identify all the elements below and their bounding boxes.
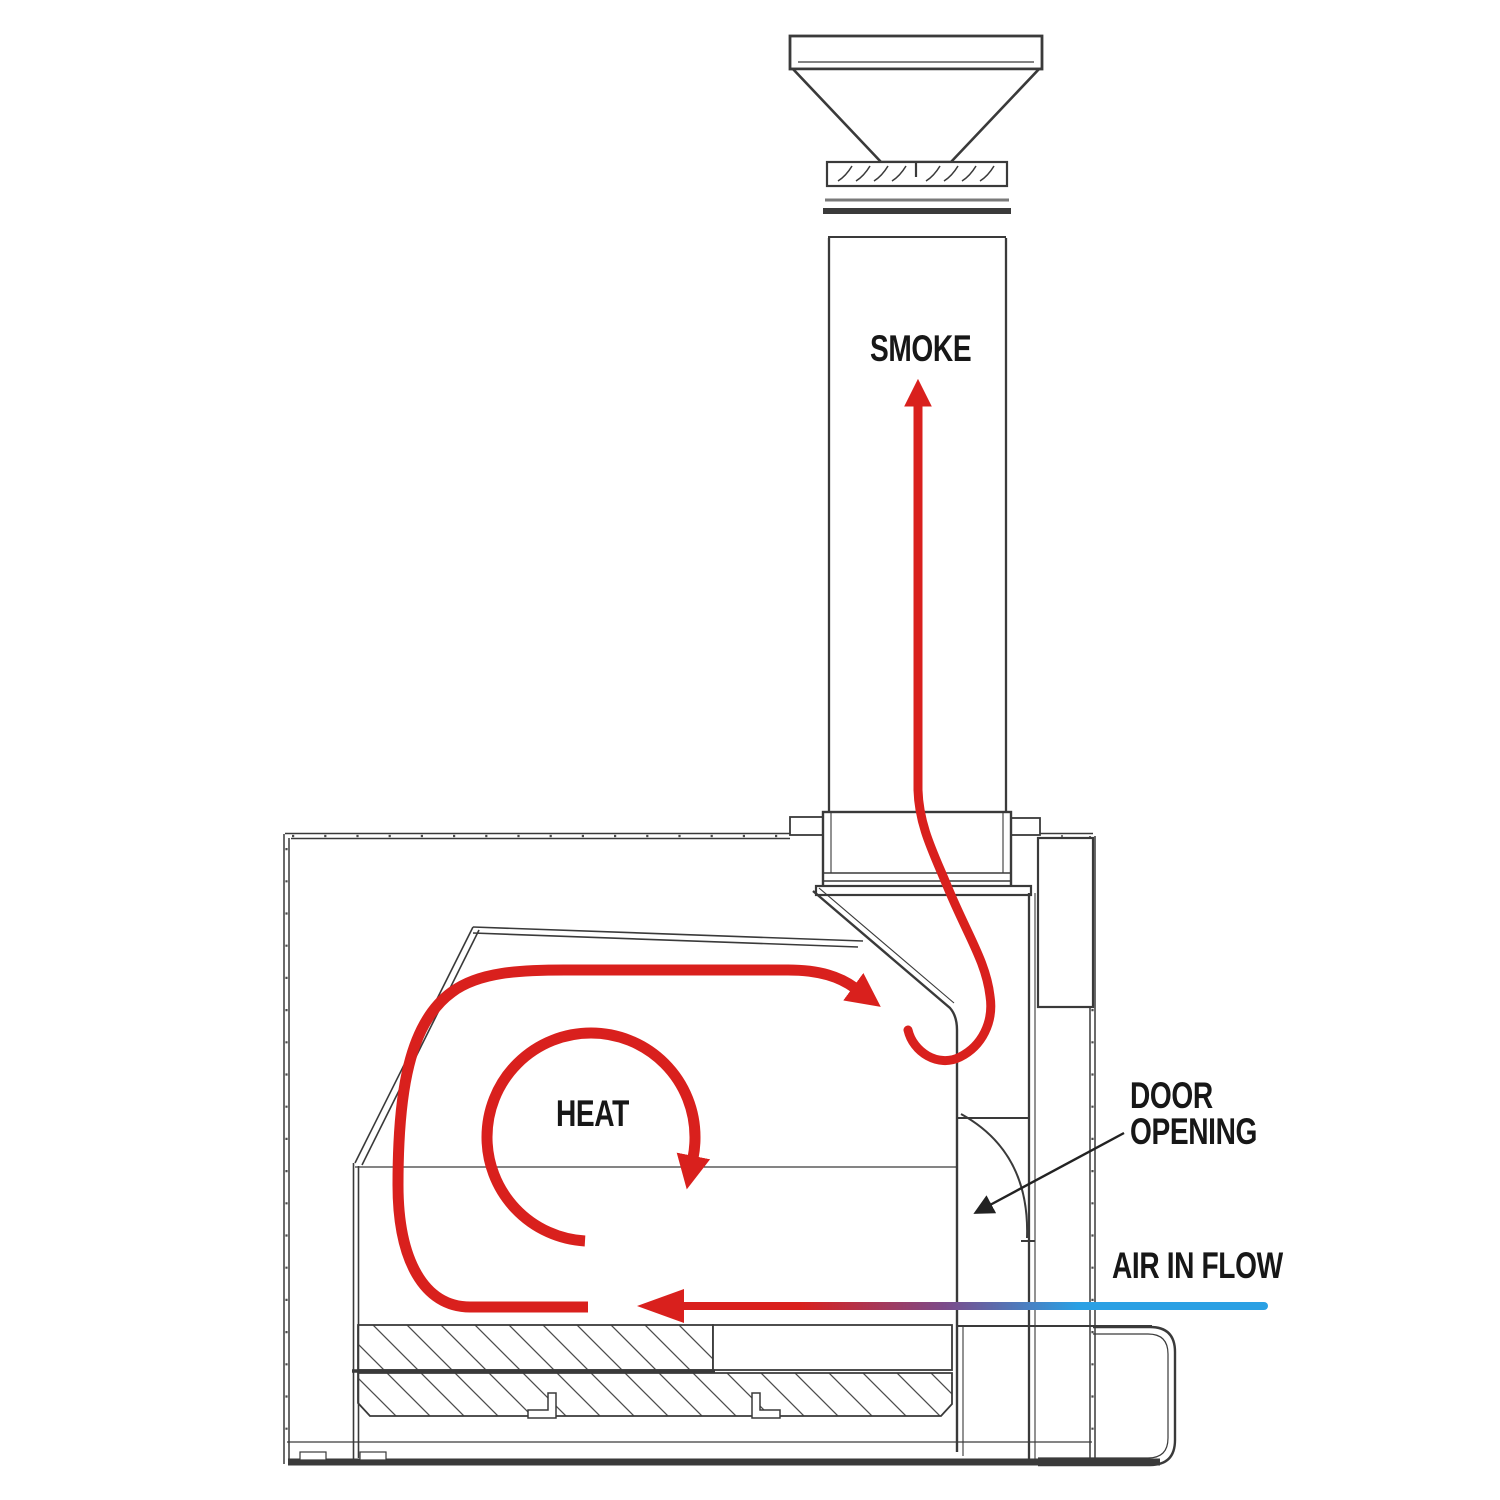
door-opening-label-line1: DOOR xyxy=(1130,1075,1213,1116)
heat-loop-outer-arrow xyxy=(392,964,881,1313)
door-opening-structure xyxy=(958,893,1036,1461)
smoke-flow-arrow xyxy=(903,378,996,1066)
door-opening-label: DOOR OPENING xyxy=(1130,1075,1258,1152)
chimney-cap xyxy=(788,34,1044,164)
flue-connector-flange xyxy=(814,884,1033,897)
dome-baffle-and-front-wall xyxy=(812,890,959,1452)
air-in-flow-arrowhead xyxy=(637,1289,684,1323)
smoke-label: SMOKE xyxy=(870,328,972,369)
air-in-flow-line xyxy=(637,1289,1268,1323)
hearth-floor-front-section xyxy=(712,1324,953,1371)
chimney-cap-plate xyxy=(788,34,1044,71)
door-pointer-arrow xyxy=(973,1131,1125,1214)
chimney-cap-funnel xyxy=(789,67,1043,164)
floor-support-bracket xyxy=(751,1392,781,1419)
door-opening-label-line2: OPENING xyxy=(1130,1111,1258,1152)
heat-label: HEAT xyxy=(556,1093,629,1134)
flue-connector xyxy=(789,810,1041,897)
flue-chase-panel xyxy=(1036,836,1095,1009)
hearth-floor-lower-slab xyxy=(357,1372,953,1417)
floor-support-bracket xyxy=(527,1392,557,1419)
base-frame xyxy=(287,1325,1177,1467)
door-swing-arc xyxy=(960,1113,1029,1239)
chimney-pipe xyxy=(827,238,1008,812)
base-right-bracket xyxy=(1038,1325,1177,1467)
heat-loop-inner-arrow xyxy=(481,1027,711,1247)
collar-hatch-ticks xyxy=(837,165,995,182)
hearth-floor-upper-slab xyxy=(357,1324,714,1371)
air-in-flow-label: AIR IN FLOW xyxy=(1112,1245,1283,1286)
chimney-collar xyxy=(823,160,1011,238)
hearth-floor xyxy=(352,1324,1152,1419)
oven-outer-shell xyxy=(283,832,1096,1464)
